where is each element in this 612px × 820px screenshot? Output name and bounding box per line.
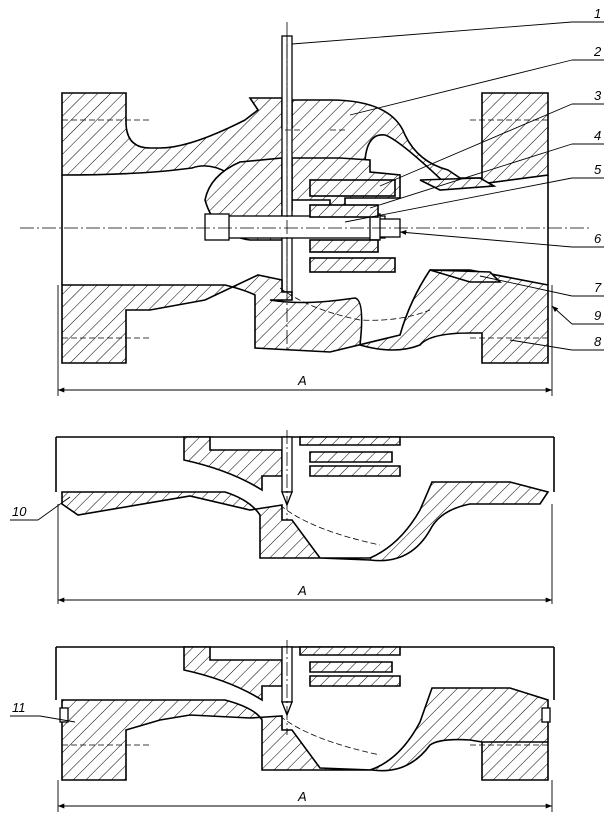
callout-2: 2 <box>593 44 602 59</box>
top-view: A <box>20 22 592 396</box>
seat-ring <box>429 269 502 283</box>
callout-1: 1 <box>594 6 601 21</box>
cage-block-upper <box>309 179 396 197</box>
callout-4: 4 <box>594 128 601 143</box>
bottom-upper-cage <box>183 646 283 702</box>
middle-body <box>61 481 550 562</box>
lower-body <box>61 269 549 364</box>
bottom-body <box>61 687 549 781</box>
bottom-cage-blocks <box>299 646 401 687</box>
callout-6: 6 <box>594 231 602 246</box>
callout-9: 9 <box>594 308 601 323</box>
seat-upper <box>419 177 497 191</box>
shaft-end-left <box>204 213 230 241</box>
callout-3: 3 <box>594 88 602 103</box>
nut-inner <box>369 213 381 241</box>
callout-8: 8 <box>594 334 602 349</box>
bottom-view: A 11 <box>10 640 555 812</box>
dimension-a-bottom: A <box>297 789 307 804</box>
middle-upper-cage <box>183 436 283 492</box>
cage-block-low2 <box>309 257 396 273</box>
upper-body <box>61 92 549 196</box>
callout-5: 5 <box>594 162 602 177</box>
cage-block-low1 <box>309 239 379 253</box>
callout-7: 7 <box>594 280 602 295</box>
cage-block-mid <box>309 204 379 218</box>
callout-11: 11 <box>12 700 26 715</box>
callouts-top: 1 2 3 4 5 6 7 9 8 <box>291 6 604 351</box>
middle-cage-blocks <box>299 436 401 477</box>
dimension-a-middle: A <box>297 583 307 598</box>
callout-10: 10 <box>12 504 27 519</box>
middle-view: A 10 <box>10 430 555 604</box>
dimension-a-top: A <box>297 373 307 388</box>
